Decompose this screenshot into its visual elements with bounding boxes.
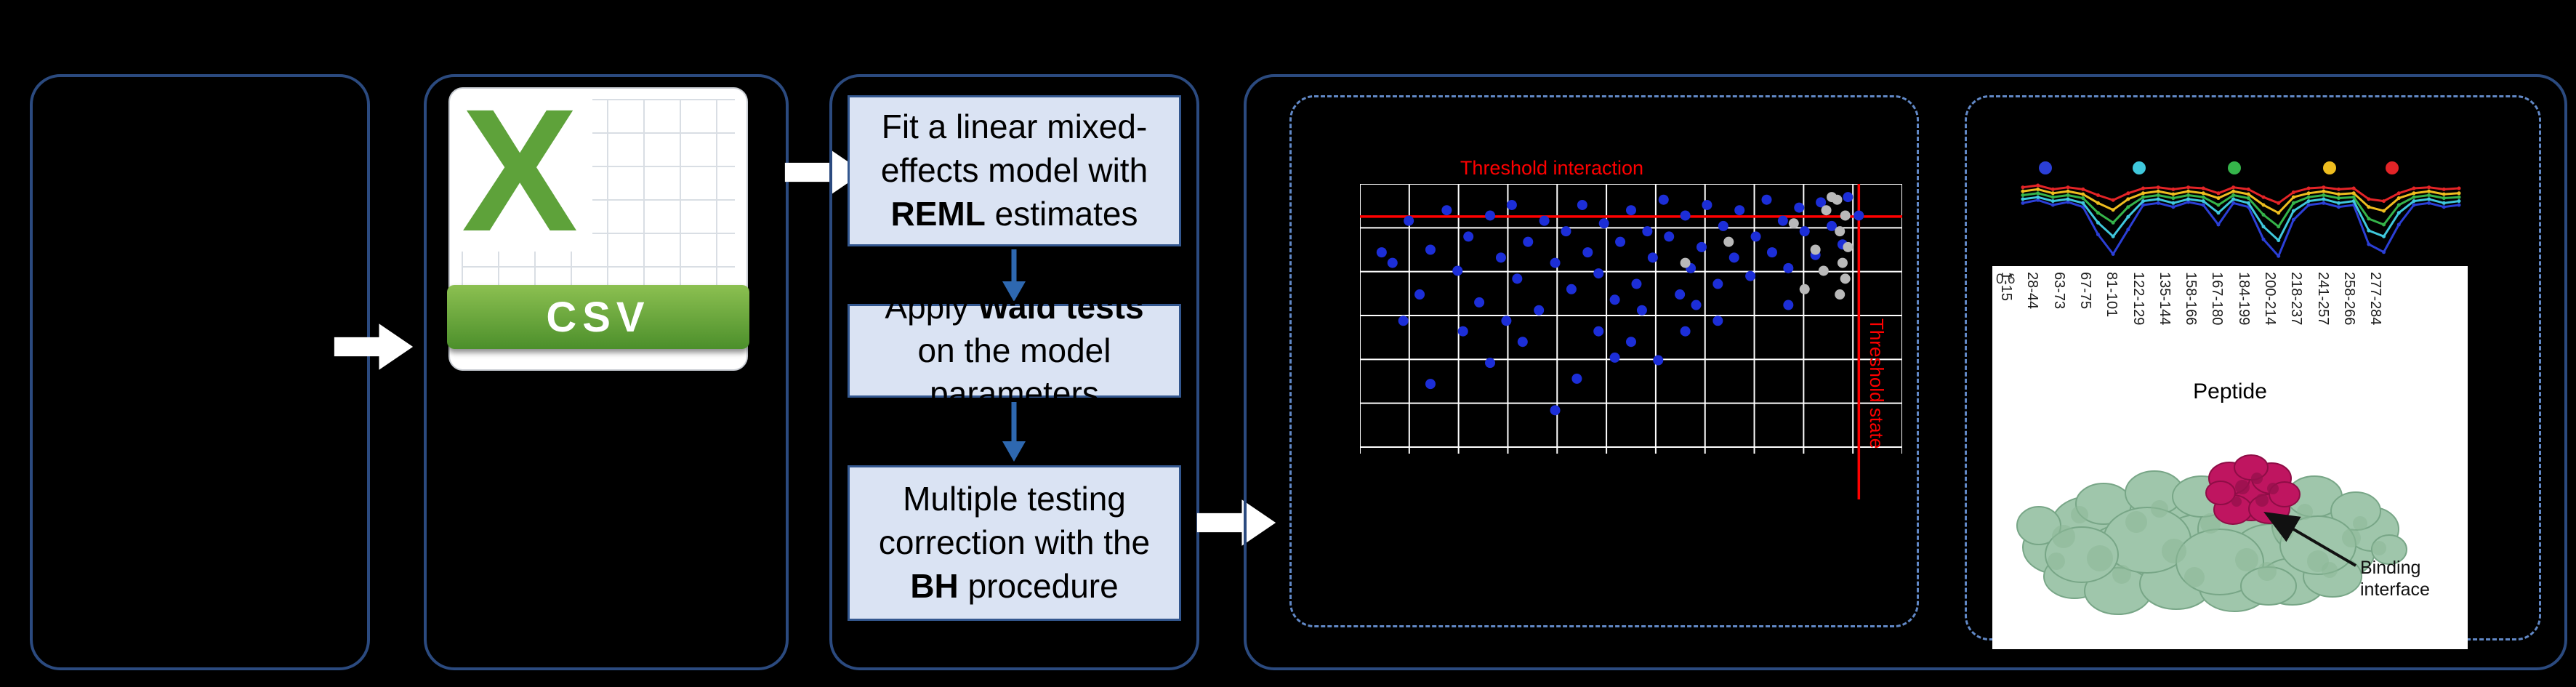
step-box-wald-text: Apply Wald tests on the model parameters: [885, 287, 1144, 413]
csv-cover: [460, 97, 592, 252]
uptake-series-state-red: [2021, 183, 2461, 205]
peptide-tick-label: 184-199: [2235, 272, 2252, 326]
uptake-plot-svg: [2021, 161, 2461, 258]
peptide-tick-label: 135-144: [2156, 272, 2173, 326]
arrow-right-icon: [784, 149, 864, 196]
panel-input: [30, 74, 370, 670]
csv-label: CSV: [546, 293, 651, 341]
csv-banner: CSV: [447, 285, 749, 349]
arrow-right-icon: [1196, 499, 1276, 546]
threshold-interaction-label: Threshold interaction: [1460, 157, 1644, 179]
step-box-bh: Multiple testing correction with the BH …: [848, 465, 1181, 621]
peptide-tick-label: 63-73: [2050, 272, 2067, 310]
uptake-legend-dots: [2039, 161, 2399, 174]
peptide-tick-label: 167-180: [2209, 272, 2226, 326]
volcano-grid: [1359, 183, 1903, 454]
uptake-series-state-green: [2021, 191, 2461, 229]
peptide-tick-label: 158-166: [2183, 272, 2199, 326]
binding-interface-label: Binding interface: [2360, 558, 2430, 600]
peptide-tick-label: 122-129: [2130, 272, 2146, 326]
peptide-tick-label: 218-237: [2288, 272, 2305, 326]
peptide-tick-label: 258-266: [2340, 272, 2357, 326]
woods-plot-panel: 0.6 1-15 28-44 63-73 67-75 81-101 122-129 135-…: [1992, 266, 2468, 649]
step-box-reml-text: Fit a linear mixed-effects model with RE…: [880, 108, 1148, 233]
peptide-tick-label: 81-101: [2104, 272, 2120, 318]
protein-structure-svg: [2016, 454, 2407, 615]
arrow-down-icon: [1002, 402, 1026, 462]
panel-results: [1244, 74, 2567, 670]
uptake-series-state-yellow: [2021, 187, 2461, 215]
binding-interface-arrow: [2263, 511, 2357, 567]
csv-page: X CSV: [447, 73, 749, 371]
uptake-plot: [2017, 156, 2465, 267]
peptide-tick-label: 28-44: [2024, 272, 2041, 310]
scatter-points-state: [1680, 192, 1853, 300]
arrow-down-icon: [1002, 249, 1026, 302]
uptake-series-state-blue: [2021, 198, 2461, 258]
step-box-bh-text: Multiple testing correction with the BH …: [878, 480, 1151, 605]
panel-pipeline: [829, 74, 1199, 670]
peptide-tick-label: 67-75: [2077, 272, 2093, 310]
peptide-axis-title: Peptide: [2193, 379, 2267, 403]
peptide-tick-label: 277-284: [2367, 272, 2384, 326]
step-box-wald: Apply Wald tests on the model parameters: [848, 288, 1181, 412]
protein-blobs: [2016, 454, 2407, 615]
volcano-plot: [1359, 183, 1903, 499]
subpanel-volcano: [1289, 95, 1919, 627]
peptide-tick-label: 200-214: [2262, 272, 2278, 326]
arrow-right-icon: [334, 324, 414, 370]
csv-file-icon: X CSV: [447, 73, 752, 377]
uptake-series-state-cyan: [2021, 195, 2461, 243]
excel-x-letter: X: [462, 73, 579, 268]
peptide-tick-label: 1-15: [1998, 272, 2014, 302]
y-axis-tick-label: 0.6: [1996, 272, 2016, 287]
peptide-tick-label: 241-257: [2314, 272, 2331, 326]
peptide-axis: 1-15 28-44 63-73 67-75 81-101 122-129 135-144 1…: [1992, 266, 2468, 375]
step-box-reml: Fit a linear mixed-effects model with RE…: [848, 95, 1181, 246]
volcano-plot-svg: [1359, 183, 1903, 499]
threshold-state-label: Threshold state: [1866, 318, 1888, 449]
panel-csv: [424, 74, 789, 670]
